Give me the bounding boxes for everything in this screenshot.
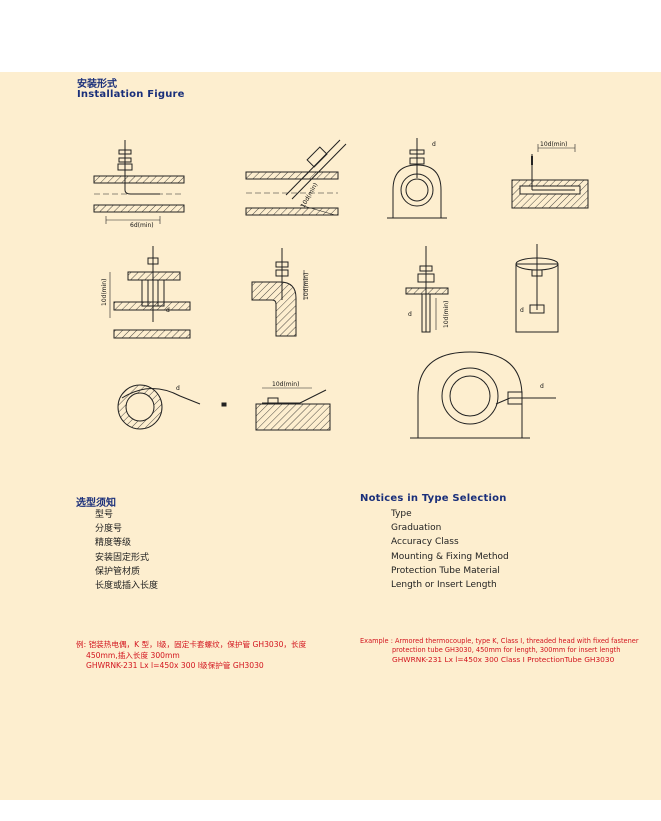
figure-6 — [251, 248, 305, 337]
figure-11 — [410, 351, 556, 439]
example-cn-line3: GHWRNK-231 Lx l=450x 300 Ⅰ级保护管 GH3030 — [86, 661, 264, 670]
notice-item-cn: 精度等级 — [95, 538, 132, 549]
fig8-label: d — [520, 307, 524, 314]
notices-title-cn: 选型须知 — [76, 498, 116, 509]
figure-2 — [245, 139, 347, 216]
fig7-dim-label: 10d(min) — [443, 301, 450, 328]
fig4-dim-label: 10d(min) — [540, 141, 567, 148]
figure-8 — [515, 244, 559, 333]
example-en-line1: Example : Armored thermocouple, type K, … — [360, 637, 639, 645]
example-en-line3: GHWRNK-231 Lx l=450x 300 Class Ⅰ Protect… — [392, 655, 615, 664]
notice-item-cn: 保护管材质 — [95, 566, 141, 577]
notice-item-cn: 安装固定形式 — [95, 552, 150, 563]
notice-item-cn: 型号 — [95, 510, 114, 520]
notice-item-en: Mounting & Fixing Method — [391, 551, 509, 562]
install-title-cn: 安装形式 — [77, 79, 117, 90]
figure-1 — [93, 140, 185, 224]
figure-3 — [387, 138, 447, 219]
fig5-dim-label: 10d(min) — [101, 279, 108, 306]
fig3-label: d — [432, 141, 436, 148]
notice-item-cn: 长度或插入长度 — [95, 581, 159, 592]
fig5-label: d — [166, 307, 170, 314]
figure-9 — [117, 384, 201, 430]
fig10-dim-label: 10d(min) — [272, 381, 299, 388]
example-en: Example : Armored thermocouple, type K, … — [360, 637, 639, 664]
notices-list-en: Type Graduation Accuracy Class Mounting … — [391, 507, 509, 592]
fig9-label: d — [176, 385, 180, 392]
install-title-en: Installation Figure — [77, 89, 185, 100]
notices-title-en: Notices in Type Selection — [360, 493, 507, 504]
figure-4 — [511, 144, 589, 209]
notices-list-cn: 型号 分度号 精度等级 安装固定形式 保护管材质 长度或插入长度 — [95, 508, 158, 593]
notice-item-en: Protection Tube Material — [391, 565, 500, 576]
installation-figures: 6d(min) 10d(min) d 10d(min) 10d(min) d 1… — [93, 138, 589, 439]
fig11-label: d — [540, 383, 544, 390]
notice-item-en: Length or Insert Length — [391, 580, 497, 591]
figure-5 — [109, 246, 191, 339]
notice-item-en: Graduation — [391, 523, 442, 534]
example-cn-line1: 例: 铠装热电偶，K 型，Ⅰ级，固定卡套螺纹，保护管 GH3030，长度 — [76, 640, 307, 649]
example-cn: 例: 铠装热电偶，K 型，Ⅰ级，固定卡套螺纹，保护管 GH3030，长度 450… — [76, 640, 306, 672]
figure-10 — [255, 387, 331, 431]
example-cn-line2: 450mm,插入长度 300mm — [86, 650, 180, 660]
notice-item-cn: 分度号 — [95, 524, 123, 535]
notice-item-en: Type — [391, 509, 412, 519]
fig1-dim-label: 6d(min) — [130, 222, 154, 229]
figure-7 — [405, 246, 449, 333]
notice-item-en: Accuracy Class — [391, 537, 459, 548]
fig7-label: d — [408, 311, 412, 318]
fig6-dim-label: 10d(min) — [303, 273, 310, 300]
example-en-line2: protection tube GH3030, 450mm for length… — [392, 646, 621, 654]
fig2-dim-label: 10d(min) — [300, 182, 320, 209]
